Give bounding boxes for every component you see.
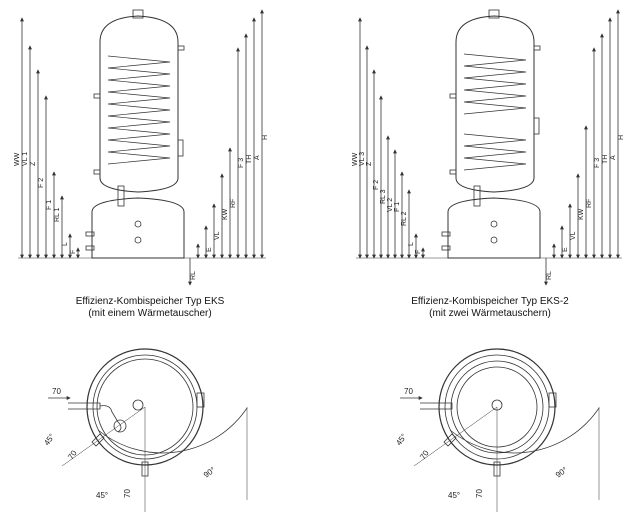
dim-label: VL [570,231,577,240]
dim-label: VL 1 [22,152,29,166]
dim-label: F 3 [238,158,245,168]
dim-arc [97,407,248,454]
coil-upper [463,53,527,115]
dim-label: H [262,135,269,140]
dim-label: A [610,155,617,160]
dim-label: A [254,155,261,160]
plan-label: 70 [123,489,132,498]
dim-label: F 1 [46,200,53,210]
plan-label: 70 [52,387,61,396]
dim-label: RF [586,199,593,208]
dim-label: WW [14,152,21,166]
plan-label: 45° [448,491,460,500]
dim-label: KW [222,208,229,220]
plan-label: 90° [554,465,569,479]
plan-view-eks-labels: 70 45° 70 45° 70 90° [42,387,217,500]
caption-eks-2: Effizienz-Kombispeicher Typ EKS-2 (mit z… [340,296,640,320]
dim-label: RL [546,271,553,280]
plan-view-eks-2 [400,348,600,512]
tank-base [91,197,185,259]
tank-body [99,15,179,193]
dim-label: RL 1 [54,207,61,222]
dim-label: F 2 [373,180,380,190]
dim-label: E [206,247,213,252]
dim-label: RL 2 [401,211,408,226]
plan-label: 70 [66,448,79,461]
dim-label: E [562,247,569,252]
caption-title: Effizienz-Kombispeicher Typ EKS [75,296,225,307]
dim-label: TH [246,155,253,164]
coil-single [107,55,171,165]
dim-label: RF [230,199,237,208]
dim-label: H [618,135,625,140]
elevation-eks-2 [356,9,622,286]
plan-view-eks [48,348,248,512]
plan-label: 90° [202,465,217,479]
dim-label: RL 3 [380,189,387,204]
dim-arc [449,407,600,454]
dim-label: F [70,250,77,254]
elevation-eks-2-labels: WW VL 3 Z F 2 RL 3 VL 2 F 1 RL 2 L F H A… [352,135,625,280]
caption-subtitle: (mit zwei Wärmetauschern) [429,308,551,319]
caption-eks: Effizienz-Kombispeicher Typ EKS (mit ein… [0,296,300,320]
caption-title: Effizienz-Kombispeicher Typ EKS-2 [411,296,569,307]
dim-label: L [408,242,415,246]
dim-label: F 3 [594,158,601,168]
dim-label: Z [30,161,37,166]
tank-top-cap [488,9,500,19]
dim-label: F 1 [394,202,401,212]
plan-label: 70 [404,387,413,396]
plan-label: 45° [42,432,56,447]
coil-lower [463,133,527,171]
tank-top-cap [132,9,144,19]
dim-label: F [415,250,422,254]
plan-label: 45° [96,491,108,500]
dim-label: VL 3 [359,152,366,166]
dim-label: TH [602,155,609,164]
dim-label: VL 2 [387,198,394,212]
elevation-eks [18,9,266,286]
dim-label: L [62,242,69,246]
caption-subtitle: (mit einem Wärmetauscher) [88,308,212,319]
elevation-eks-labels: WW VL 1 Z F 2 F 1 RL 1 L F H A TH F 3 RF… [14,135,269,280]
dim-label: KW [578,208,585,220]
plan-label: 45° [394,432,408,447]
dim-label: F 2 [38,178,45,188]
tank-body [455,15,535,193]
tank-base [447,197,541,259]
plan-label: 70 [418,448,431,461]
plan-label: 70 [475,489,484,498]
dim-label: RL [190,271,197,280]
dim-label: Z [366,161,373,166]
dim-label: WW [352,152,359,166]
dim-label: VL [214,231,221,240]
